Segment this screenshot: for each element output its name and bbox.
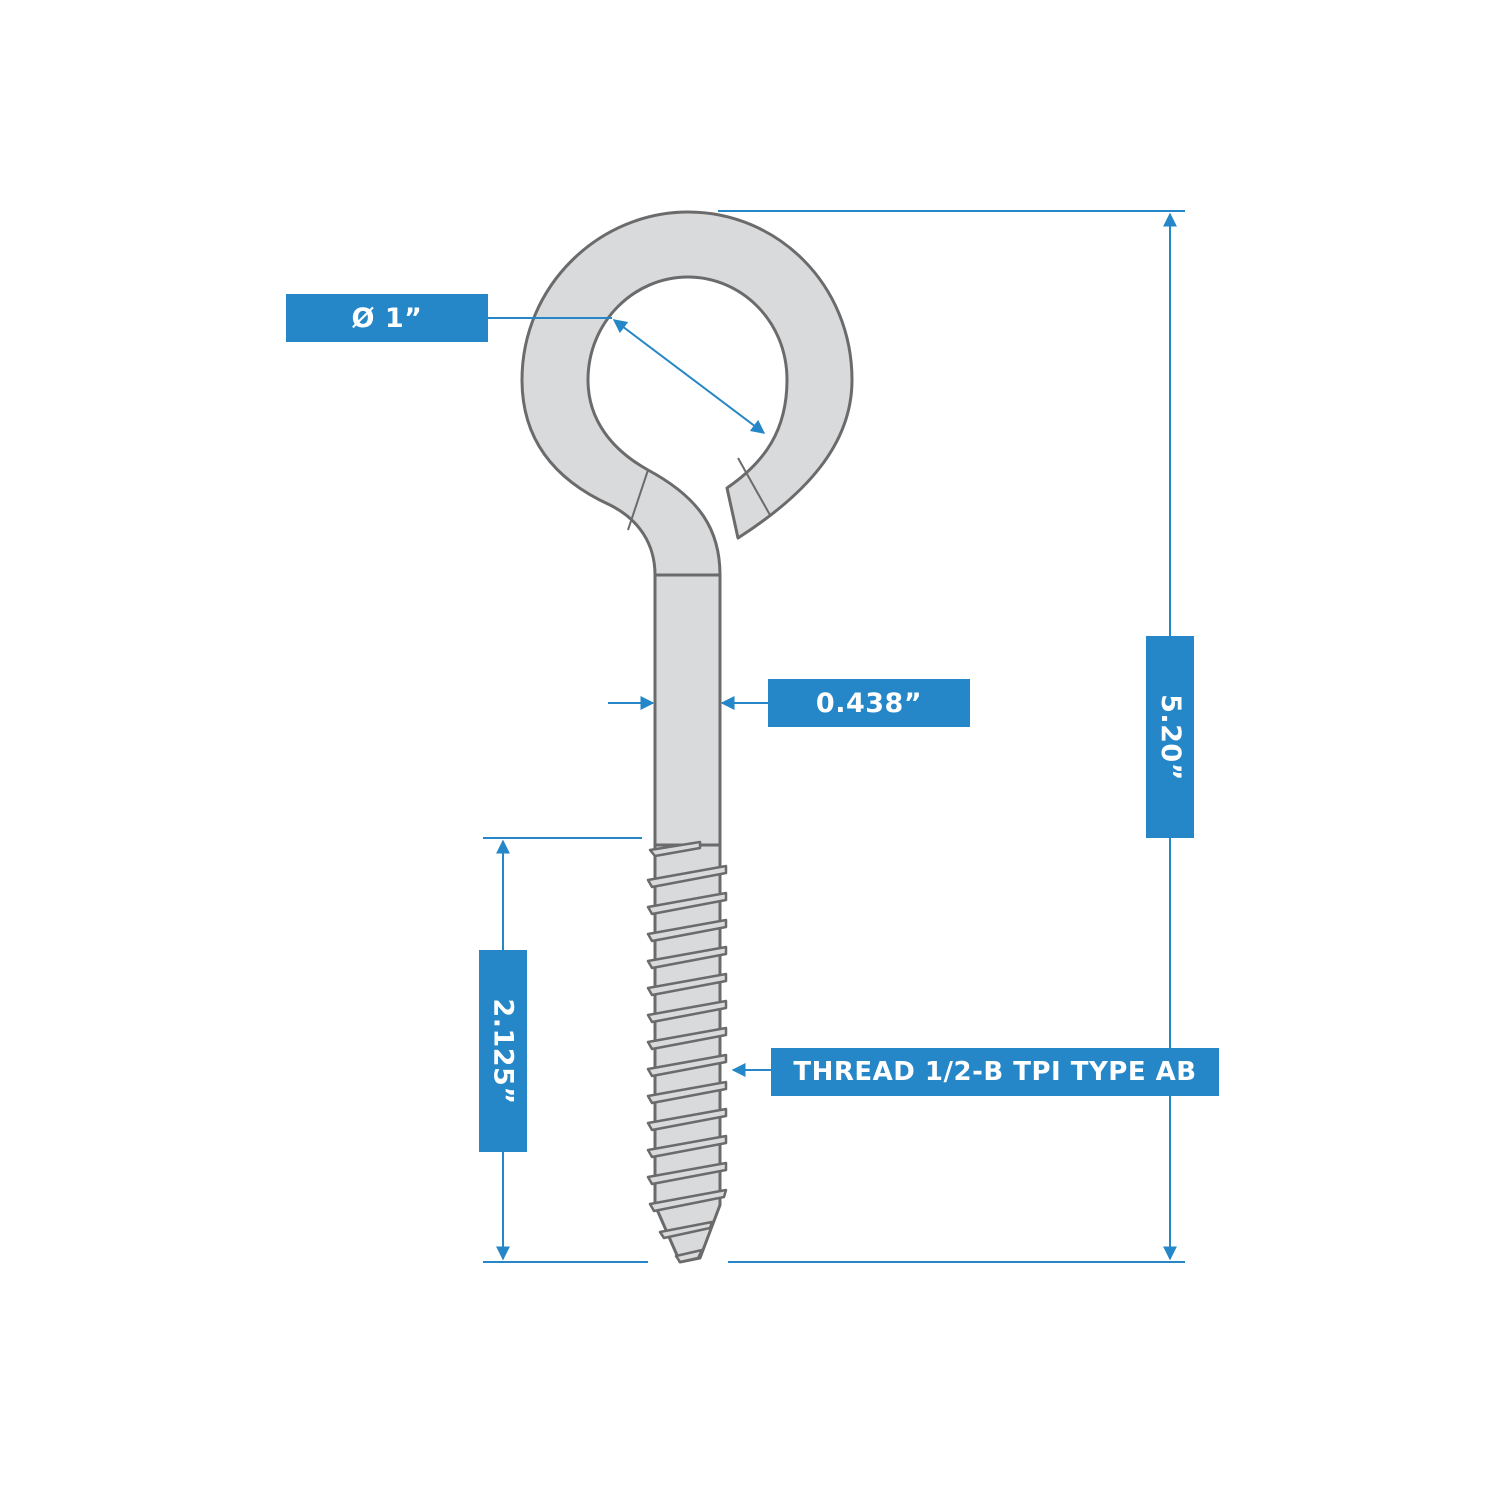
eye-ring — [520, 210, 854, 577]
thread-spec-label: THREAD 1/2-B TPI TYPE AB — [771, 1048, 1219, 1096]
shank-diameter-value: 0.438” — [815, 687, 923, 719]
eye-diameter-value: Ø 1” — [351, 302, 423, 334]
thread-ridges — [646, 840, 728, 1264]
thread-spec-value: THREAD 1/2-B TPI TYPE AB — [793, 1057, 1197, 1087]
overall-length-value: 5.20” — [1154, 693, 1186, 781]
shank-diameter-label: 0.438” — [768, 679, 970, 727]
thread-length-value: 2.125” — [487, 997, 519, 1105]
shank — [653, 573, 722, 847]
eye-diameter-label: Ø 1” — [286, 294, 488, 342]
eye-screw-part — [520, 210, 854, 1264]
overall-length-label: 5.20” — [1146, 636, 1194, 838]
thread-length-label: 2.125” — [479, 950, 527, 1152]
